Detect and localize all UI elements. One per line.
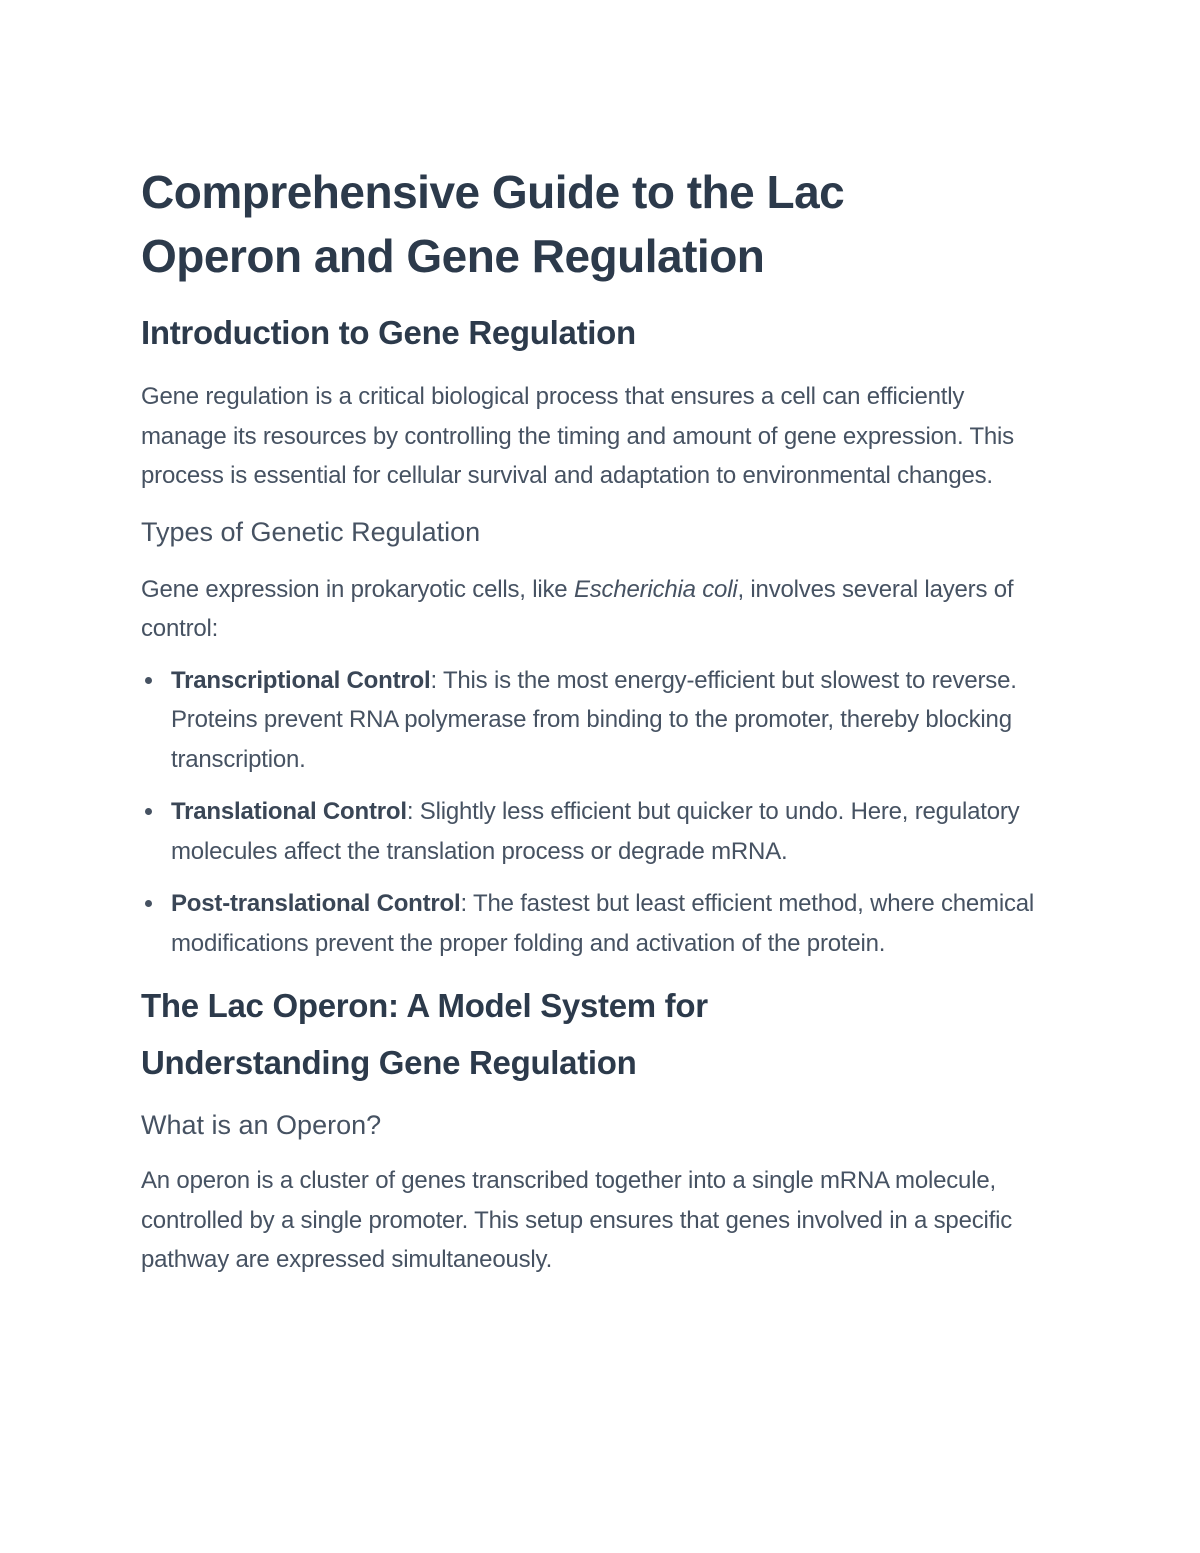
list-item-term: Post-translational Control (171, 890, 461, 917)
types-intro-text-after: , involves several layers of control: (141, 575, 1014, 643)
intro-paragraph: Gene regulation is a critical biological… (141, 383, 1014, 489)
document-page: Comprehensive Guide to the Lac Operon an… (141, 160, 1061, 1280)
types-intro-paragraph: Gene expression in prokaryotic cells, li… (141, 570, 1046, 649)
regulation-types-list: Transcriptional Control: This is the mos… (141, 661, 1051, 964)
operon-paragraph: An operon is a cluster of genes transcri… (141, 1167, 1013, 1273)
subsection-heading-operon: What is an Operon? (141, 1110, 382, 1140)
document-title: Comprehensive Guide to the Lac Operon an… (141, 166, 845, 282)
list-item: Transcriptional Control: This is the mos… (145, 661, 1051, 780)
list-item-term: Translational Control (171, 798, 407, 825)
list-item-term: Transcriptional Control (171, 666, 431, 694)
section-heading-lac-operon: The Lac Operon: A Model System for Under… (141, 987, 708, 1081)
list-item-text: : This is the most energy-efficient but … (171, 666, 1017, 773)
list-item-text: : The fastest but least efficient method… (171, 890, 1035, 957)
species-name: Escherichia coli (573, 575, 738, 603)
list-item: Translational Control: Slightly less eff… (145, 792, 1051, 871)
types-intro-text-before: Gene expression in prokaryotic cells, li… (141, 575, 574, 603)
list-item: Post-translational Control: The fastest … (145, 884, 1051, 963)
section-heading-introduction: Introduction to Gene Regulation (141, 314, 636, 351)
list-item-text: : Slightly less efficient but quicker to… (171, 798, 1020, 865)
subsection-heading-types: Types of Genetic Regulation (141, 516, 481, 547)
